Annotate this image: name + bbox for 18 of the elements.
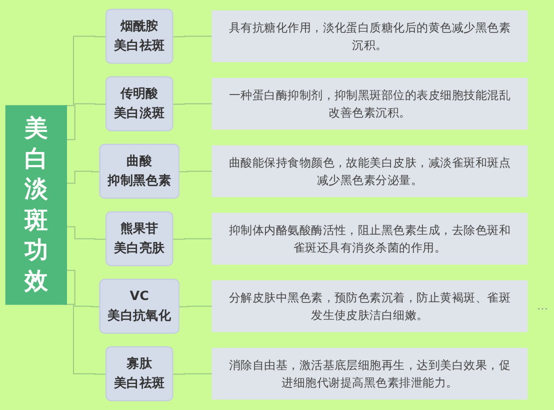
connector: [178, 170, 213, 172]
connector: [172, 103, 213, 105]
beside-note: ...: [536, 298, 548, 312]
node-box: 美白淡斑功效: [5, 105, 67, 305]
connector: [178, 306, 213, 308]
node-box: 抑制体内酪氨酸酶活性，阻止黑色素生成，去除色斑和雀斑还具有消炎杀菌的作用。: [212, 212, 528, 265]
node-box: 具有抗糖化作用，淡化蛋白质糖化后的黄色减少黑色素沉积。: [212, 10, 528, 62]
connector: [66, 226, 108, 240]
connector: [172, 36, 213, 38]
connector: [66, 270, 101, 308]
node-box: 分解皮肤中黑色素，预防色素沉着，防止黄褐斑、雀斑发生使皮肤洁白细嫩。: [212, 280, 528, 332]
node-box: 曲酸能保持食物颜色，故能美白皮肤，减淡雀斑和斑点减少黑色素分泌量。: [212, 145, 528, 198]
node-box: 一种蛋白酶抑制剂，抑制黑斑部位的表皮细胞技能混乱改善色素沉积。: [212, 78, 528, 130]
node-box: 消除自由基，激活基底层细胞再生，达到美白效果，促进细胞代谢提高黑色素排泄能力。: [212, 348, 528, 400]
connector: [66, 103, 108, 140]
connector: [172, 238, 213, 240]
connector: [66, 170, 101, 184]
connector: [172, 373, 213, 375]
